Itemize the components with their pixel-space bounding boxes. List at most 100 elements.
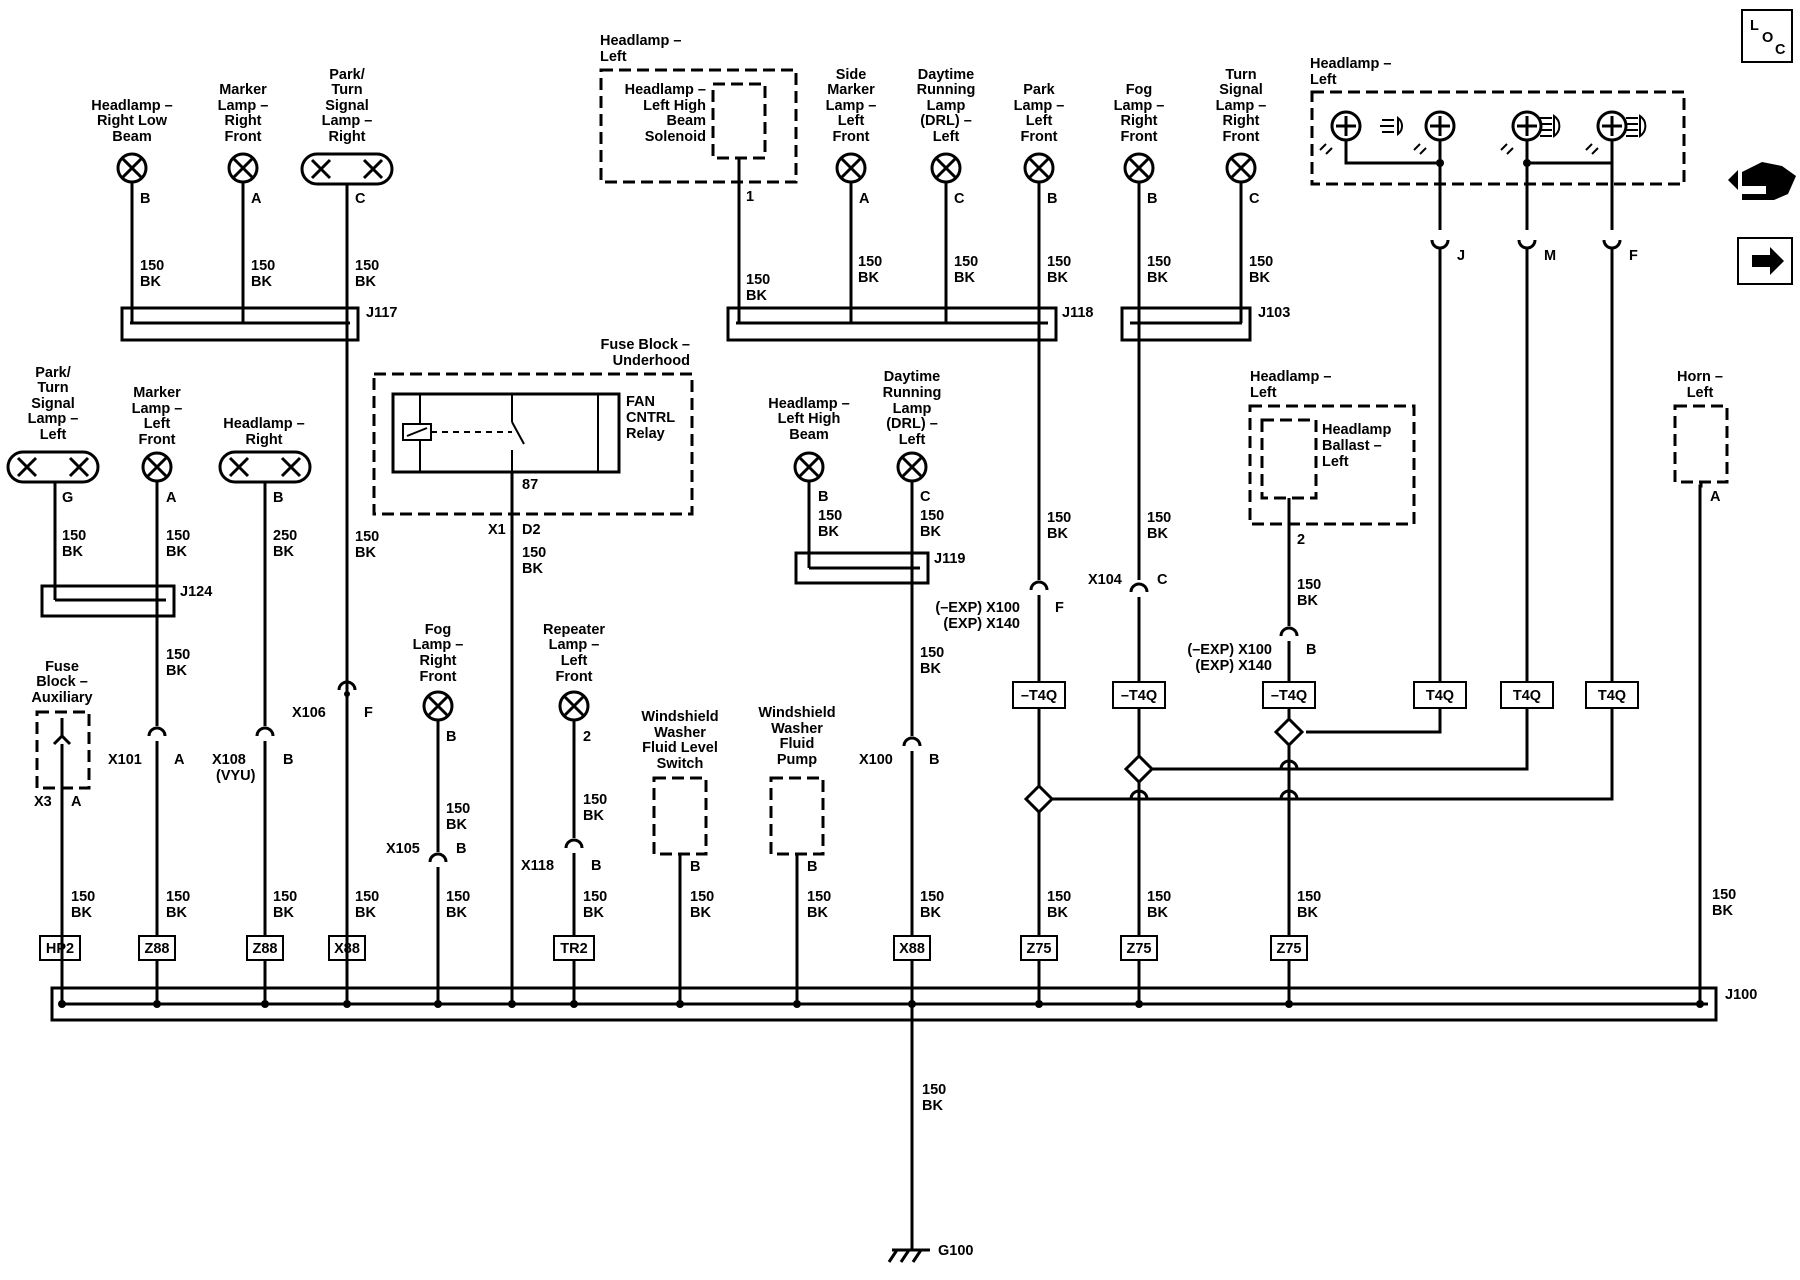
drl-left-mid: Daytime Running Lamp (DRL) – Left C 150 …: [859, 369, 944, 1008]
svg-text:150: 150: [166, 889, 190, 905]
svg-text:150: 150: [920, 889, 944, 905]
svg-text:Daytime: Daytime: [918, 67, 974, 83]
svg-text:Left High: Left High: [778, 411, 841, 427]
svg-text:Lamp –: Lamp –: [1216, 98, 1267, 114]
svg-text:Turn: Turn: [331, 82, 362, 98]
svg-text:Lamp –: Lamp –: [218, 98, 269, 114]
svg-text:Pump: Pump: [777, 752, 817, 768]
svg-text:Marker: Marker: [133, 385, 181, 401]
svg-text:150: 150: [446, 889, 470, 905]
svg-text:Marker: Marker: [827, 82, 875, 98]
svg-text:Front: Front: [419, 669, 456, 685]
svg-text:Front: Front: [138, 432, 175, 448]
svg-text:150: 150: [62, 528, 86, 544]
svg-text:Front: Front: [832, 129, 869, 145]
svg-text:Left: Left: [40, 427, 67, 443]
svg-text:(VYU): (VYU): [216, 768, 256, 784]
svg-text:A: A: [1710, 489, 1721, 505]
loc-icon[interactable]: L O C: [1741, 9, 1793, 63]
svg-text:BK: BK: [71, 905, 92, 921]
svg-text:Signal: Signal: [31, 396, 75, 412]
svg-text:Lamp –: Lamp –: [1114, 98, 1165, 114]
headlamp-bulb-icon: [1500, 110, 1543, 155]
fuse-icon: [52, 733, 72, 746]
park-lamp-left-front: Park Lamp – Left Front B 150 BK 150 BK F…: [935, 82, 1071, 1008]
svg-text:150: 150: [1147, 254, 1171, 270]
svg-text:X106: X106: [292, 705, 326, 721]
splice-j119: J119: [794, 551, 965, 585]
svg-text:150: 150: [1147, 510, 1171, 526]
svg-text:Beam: Beam: [112, 129, 152, 145]
svg-text:150: 150: [355, 889, 379, 905]
splice-j103: J103: [1120, 305, 1290, 342]
headlamp-left-pin-m: M T4Q: [1152, 239, 1556, 771]
svg-text:Right Low: Right Low: [97, 113, 168, 129]
headlamp-bulb-icon: [1319, 110, 1362, 155]
svg-text:Beam: Beam: [789, 427, 829, 443]
headlamp-right: Headlamp – Right B 250 BK X108 (VYU) B 1…: [212, 416, 312, 1008]
svg-text:Park: Park: [1023, 82, 1055, 98]
svg-text:1: 1: [746, 189, 754, 205]
svg-text:X1: X1: [488, 522, 506, 538]
nav-icons[interactable]: L O C: [1728, 9, 1796, 285]
svg-text:150: 150: [1147, 889, 1171, 905]
svg-text:J124: J124: [180, 584, 212, 600]
svg-text:150: 150: [690, 889, 714, 905]
svg-text:Lamp –: Lamp –: [549, 637, 600, 653]
svg-text:A: A: [251, 191, 262, 207]
connector-view-icon[interactable]: [1728, 162, 1796, 200]
fog-lamp-right-front-top: Fog Lamp – Right Front B 150 BK 150 BK X…: [1088, 82, 1171, 1008]
park-turn-lamp-left: Park/ Turn Signal Lamp – Left G 150 BK: [6, 365, 100, 600]
svg-text:–T4Q: –T4Q: [1271, 688, 1307, 704]
svg-text:BK: BK: [920, 524, 941, 540]
svg-text:Daytime: Daytime: [884, 369, 940, 385]
svg-text:Auxiliary: Auxiliary: [31, 690, 92, 706]
next-page-arrow-icon[interactable]: [1737, 237, 1793, 285]
svg-text:Z75: Z75: [1127, 941, 1152, 957]
svg-text:Headlamp –: Headlamp –: [600, 33, 681, 49]
headlamp-left-assembly: Headlamp – Left: [1310, 56, 1686, 230]
svg-text:B: B: [273, 490, 283, 506]
svg-text:Beam: Beam: [667, 113, 707, 129]
svg-text:150: 150: [807, 889, 831, 905]
svg-text:Left: Left: [899, 432, 926, 448]
svg-text:Horn –: Horn –: [1677, 369, 1723, 385]
svg-text:2: 2: [583, 729, 591, 745]
svg-text:BK: BK: [166, 663, 187, 679]
svg-text:Turn: Turn: [1225, 67, 1256, 83]
svg-text:BK: BK: [251, 274, 272, 290]
svg-text:BK: BK: [446, 905, 467, 921]
svg-text:Fog: Fog: [1126, 82, 1153, 98]
bus-label: J100: [1725, 987, 1757, 1003]
marker-lamp-left-front: Marker Lamp – Left Front A 150 BK 150 BK…: [108, 385, 190, 1008]
svg-text:150: 150: [166, 647, 190, 663]
svg-text:Headlamp –: Headlamp –: [1310, 56, 1391, 72]
headlamp-left-solenoid-box: Headlamp – Left Headlamp – Left High Bea…: [599, 33, 798, 323]
fuse-block-underhood: Fuse Block – Underhood FAN CNTRL Relay 8…: [372, 337, 694, 1008]
svg-text:Left: Left: [933, 129, 960, 145]
svg-text:–T4Q: –T4Q: [1121, 688, 1157, 704]
svg-text:X101: X101: [108, 752, 142, 768]
svg-text:Front: Front: [1020, 129, 1057, 145]
fuse-block-auxiliary: Fuse Block – Auxiliary X3 A 150 BK HP2: [31, 659, 95, 1008]
svg-text:A: A: [174, 752, 185, 768]
svg-text:150: 150: [166, 528, 190, 544]
svg-text:(–EXP) X100: (–EXP) X100: [1187, 642, 1272, 658]
svg-text:Lamp –: Lamp –: [322, 113, 373, 129]
svg-text:150: 150: [1047, 254, 1071, 270]
svg-text:A: A: [166, 490, 177, 506]
svg-text:M: M: [1544, 248, 1556, 264]
svg-text:150: 150: [140, 258, 164, 274]
svg-text:BK: BK: [1147, 270, 1168, 286]
svg-text:B: B: [456, 841, 466, 857]
svg-text:Running: Running: [917, 82, 976, 98]
svg-text:T4Q: T4Q: [1513, 688, 1541, 704]
horn-left: Horn – Left A 150 BK: [1673, 369, 1736, 1008]
svg-text:B: B: [929, 752, 939, 768]
svg-text:T4Q: T4Q: [1598, 688, 1626, 704]
dual-bulb-lamp-icon: [218, 450, 312, 484]
svg-text:X88: X88: [334, 941, 360, 957]
svg-text:Headlamp –: Headlamp –: [625, 82, 706, 98]
svg-text:J: J: [1457, 248, 1465, 264]
